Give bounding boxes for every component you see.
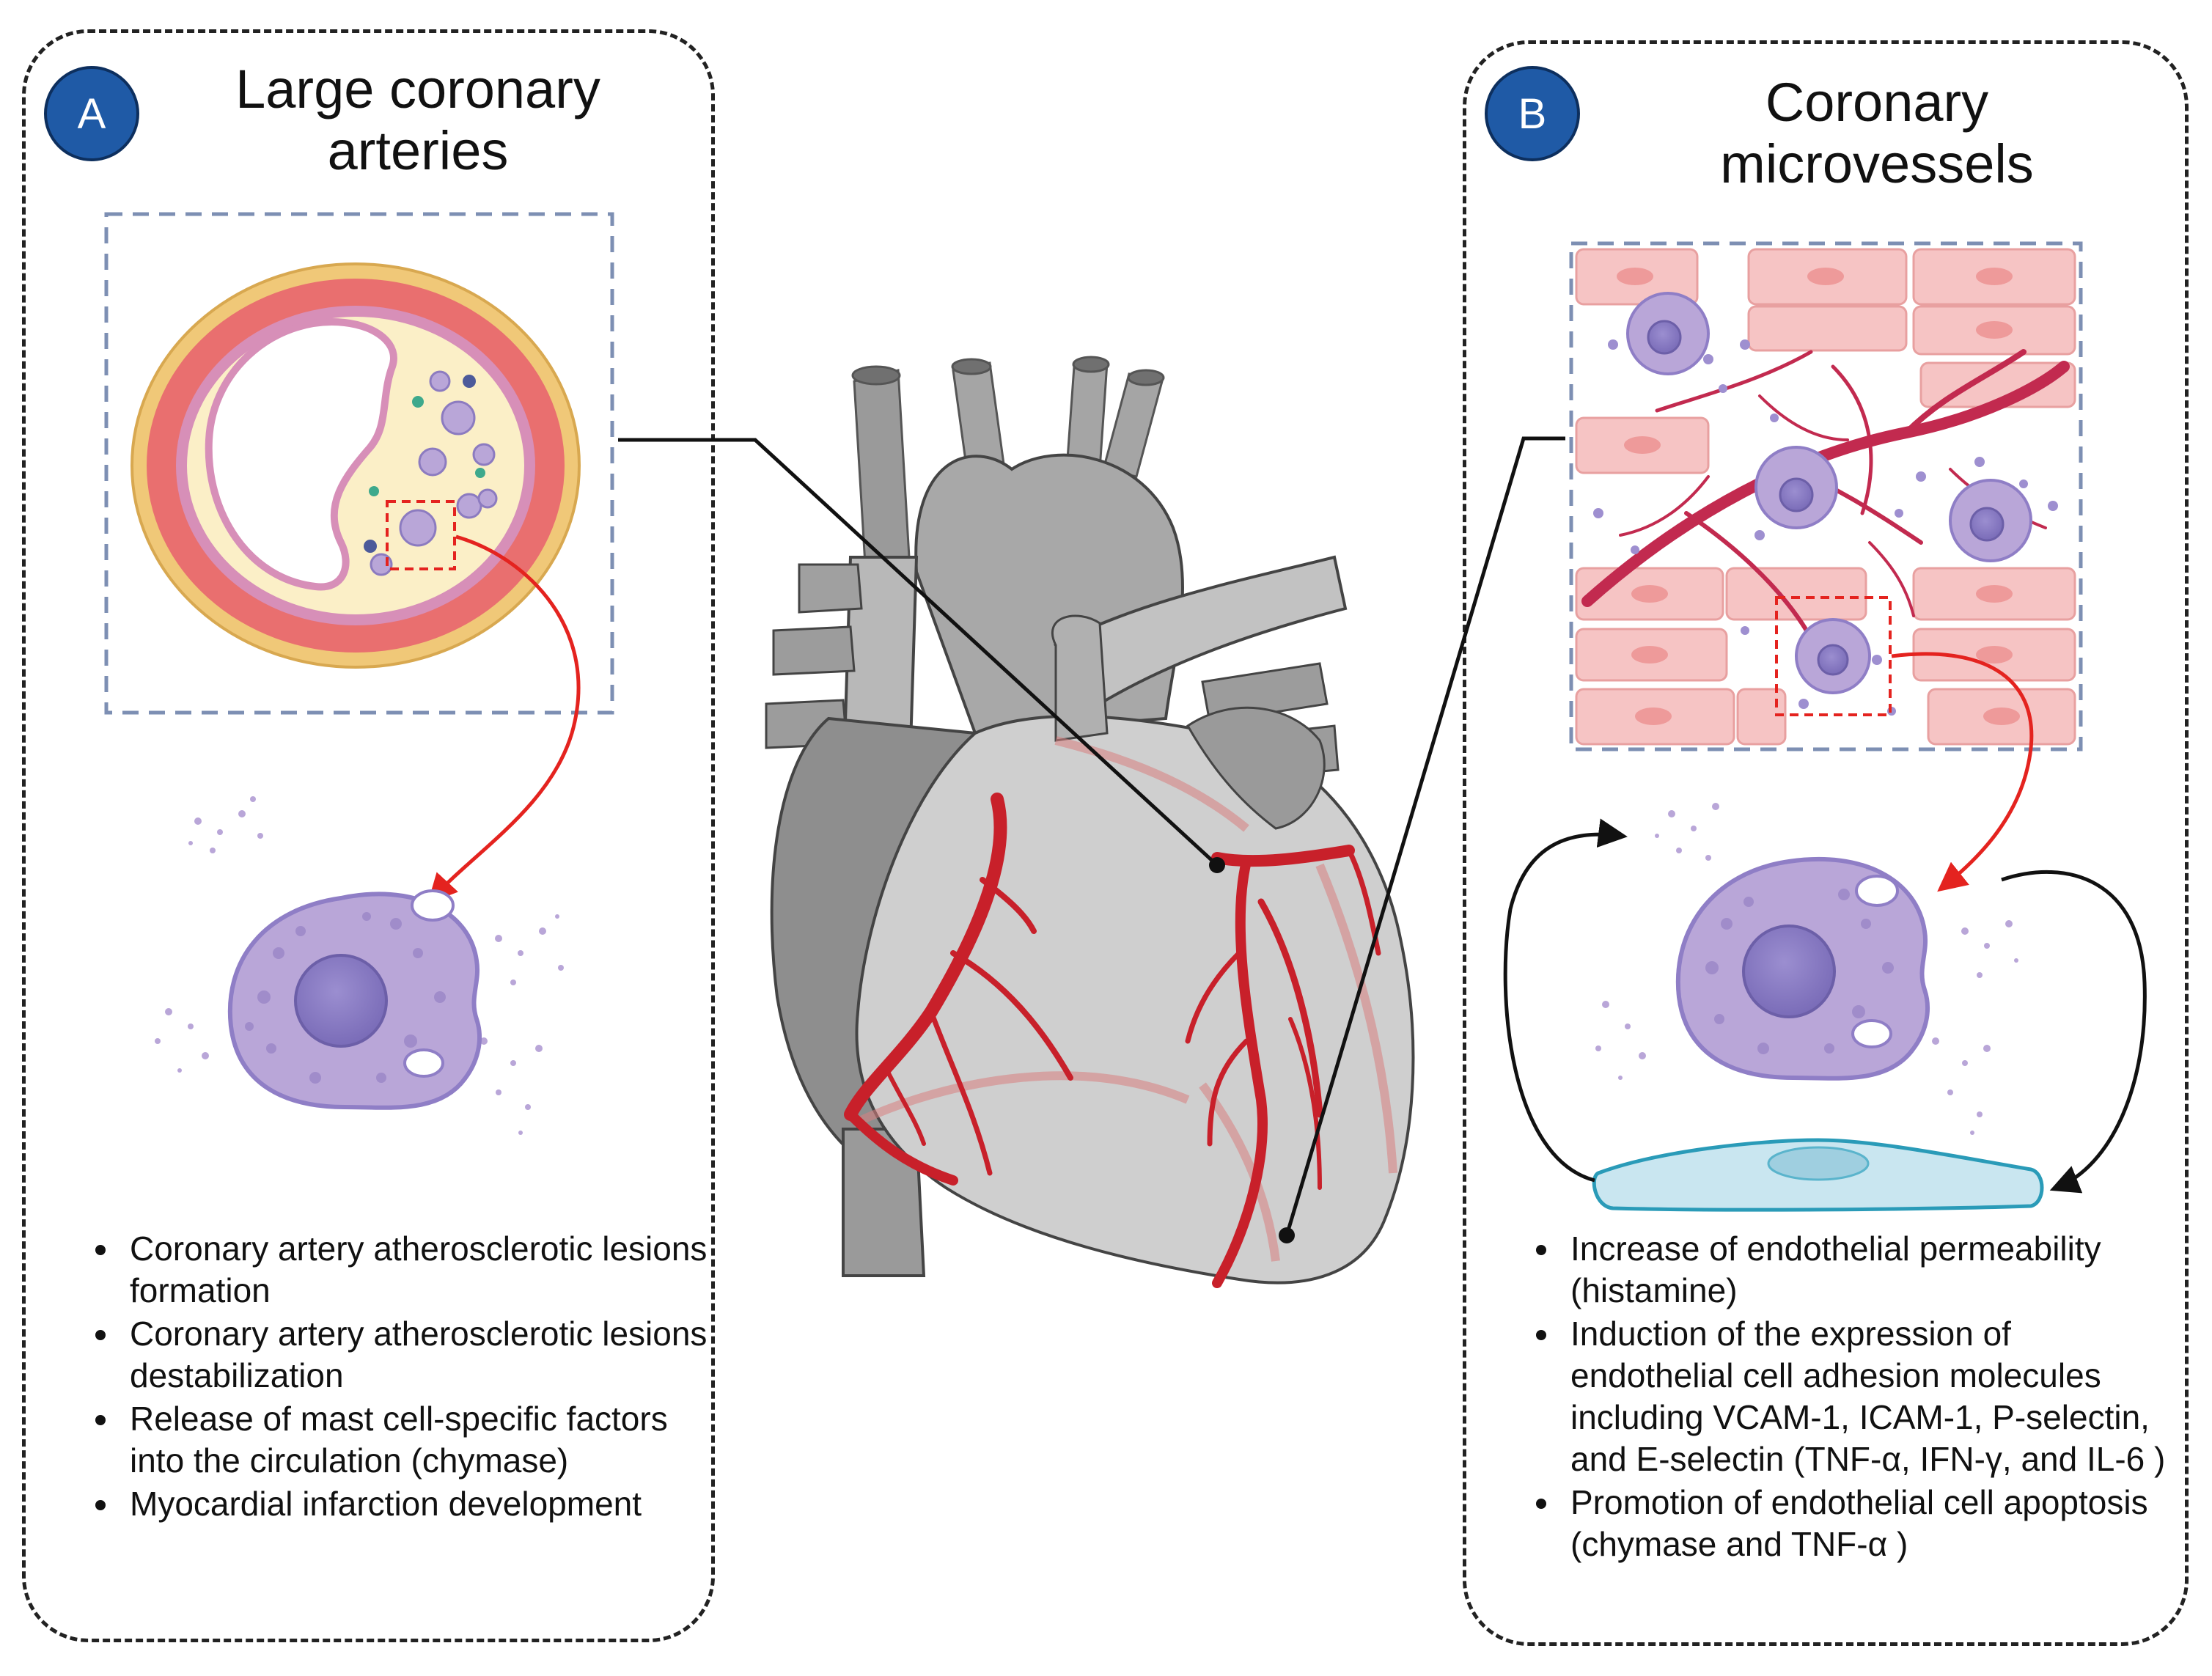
panel-b-title: Coronary microvessels: [1657, 72, 2097, 195]
panel-a-bullet: Release of mast cell-specific factors in…: [121, 1398, 708, 1482]
panel-b-title-line2: microvessels: [1720, 133, 2034, 194]
artery-inset-frame: [104, 212, 614, 715]
panel-b-red-arrow: [1891, 652, 2034, 892]
connector-line-b: [1285, 436, 1565, 1236]
panel-a-title-line2: arteries: [327, 120, 509, 181]
artery-highlight-box: [386, 500, 456, 570]
panel-b-bullet: Increase of endothelial permeability (hi…: [1562, 1228, 2178, 1312]
panel-a-bullet: Myocardial infarction development: [121, 1483, 708, 1525]
artery-cross-section: [131, 262, 581, 669]
panel-b-title-line1: Coronary: [1765, 72, 1989, 133]
panel-b-bullet: Induction of the expression of endotheli…: [1562, 1313, 2178, 1480]
panel-a-bullet: Coronary artery atherosclerotic lesions …: [121, 1228, 708, 1312]
microvessel-highlight-box: [1775, 596, 1892, 716]
panel-a-bullet-list: Coronary artery atherosclerotic lesions …: [84, 1228, 708, 1526]
microvessel-network: [1581, 349, 2070, 640]
panel-a-bullet: Coronary artery atherosclerotic lesions …: [121, 1313, 708, 1397]
feedback-arrow-left: [1503, 818, 1628, 1183]
panel-b-mast-cell: [1595, 803, 2018, 1135]
endothelial-cell: [1592, 1138, 2044, 1212]
panel-b-frame: [1463, 40, 2189, 1646]
panel-a-frame: [22, 29, 715, 1642]
microvessel-mast-cells: [1626, 292, 2032, 694]
panel-b-bullet: Promotion of endothelial cell apoptosis …: [1562, 1482, 2178, 1565]
panel-a-badge: A: [44, 66, 139, 161]
panel-a-red-arrow: [427, 534, 581, 904]
connector-dot-b: [1279, 1227, 1295, 1243]
panel-b-badge: B: [1485, 66, 1580, 161]
panel-b-bullet-list: Increase of endothelial permeability (hi…: [1525, 1228, 2178, 1567]
feedback-arrow-right: [2001, 870, 2147, 1194]
panel-a-title-line1: Large coronary: [235, 59, 600, 120]
panel-a-title: Large coronary arteries: [198, 59, 638, 182]
heart-illustration: [765, 356, 1415, 1288]
connector-dot-a: [1209, 857, 1225, 873]
panel-a-mast-cell: [155, 796, 564, 1135]
connector-line-a: [618, 438, 1219, 867]
